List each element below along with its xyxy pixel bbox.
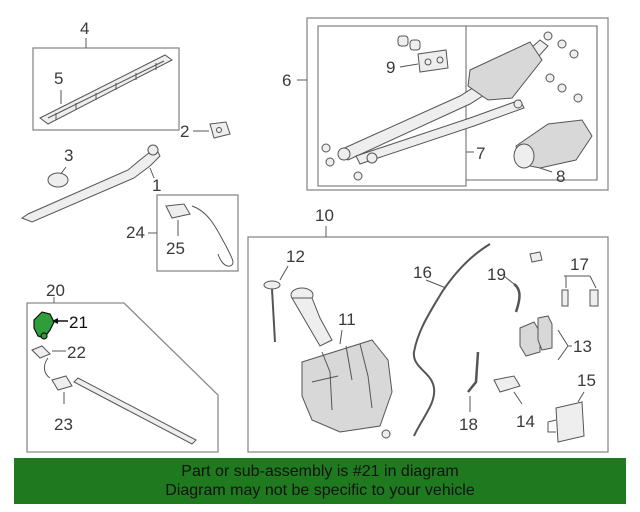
linkage-bracket <box>467 41 543 101</box>
motor-cap <box>513 143 535 169</box>
callout-1: 1 <box>152 176 161 195</box>
callout-4: 4 <box>80 19 89 38</box>
callout-9: 9 <box>386 58 395 77</box>
nut <box>543 31 553 41</box>
callout-17: 17 <box>570 255 589 274</box>
callout-7: 7 <box>476 144 485 163</box>
pivot-cap <box>47 172 69 188</box>
nozzle-group: 20 21 22 23 <box>26 281 219 453</box>
callout-12: 12 <box>286 247 305 266</box>
grommet <box>493 375 521 393</box>
bolt <box>569 49 579 59</box>
callout-21: 21 <box>69 313 88 332</box>
level-sensor <box>589 289 599 307</box>
callout-23: 23 <box>54 415 73 434</box>
nut <box>557 83 567 93</box>
control-module <box>555 401 585 443</box>
nut <box>557 39 567 49</box>
callout-18: 18 <box>459 415 478 434</box>
callout-5: 5 <box>54 69 63 88</box>
callout-20: 20 <box>46 281 65 300</box>
callout-16: 16 <box>413 263 432 282</box>
callout-11: 11 <box>338 310 356 329</box>
filler-neck <box>291 297 333 347</box>
callout-25: 25 <box>166 239 185 258</box>
callout-2: 2 <box>180 122 189 141</box>
check-valve <box>51 375 73 391</box>
wiper-arm-group: 1 <box>20 144 161 223</box>
mount-bracket <box>417 49 449 73</box>
nut <box>513 99 523 109</box>
level-sensor <box>561 289 569 307</box>
washer-reservoir <box>301 339 393 433</box>
linkage-group: 6 7 9 8 <box>282 17 609 191</box>
nozzle-clip <box>31 345 51 359</box>
washer-hose <box>73 377 197 445</box>
cap-group: 3 <box>47 146 73 188</box>
clip-group: 2 <box>180 121 231 141</box>
callout-19: 19 <box>487 265 506 284</box>
connector <box>529 251 543 263</box>
callout-22: 22 <box>67 343 86 362</box>
nut <box>545 73 555 83</box>
reservoir-group: 10 12 11 16 19 17 13 <box>247 206 609 453</box>
callout-15: 15 <box>577 371 596 390</box>
callout-6: 6 <box>282 71 291 90</box>
clip <box>209 121 231 139</box>
bolt <box>573 93 583 103</box>
callout-24: 24 <box>126 223 145 242</box>
washer-pump <box>537 315 553 351</box>
wiper-blade-group: 4 5 <box>32 19 180 131</box>
banner-line-1: Part or sub-assembly is #21 in diagram <box>181 463 459 480</box>
banner-line-2: Diagram may not be specific to your vehi… <box>165 482 475 499</box>
hose-group: 24 25 <box>126 194 239 272</box>
hose-connector <box>165 203 191 219</box>
callout-3: 3 <box>64 146 73 165</box>
wiper-arm <box>20 147 161 223</box>
washer-pump <box>519 321 541 357</box>
callout-14: 14 <box>516 412 535 431</box>
washer-nozzle-21 <box>33 311 55 339</box>
dipstick-cap <box>263 280 281 290</box>
nut <box>325 157 335 167</box>
bolt <box>353 171 363 181</box>
nozzle-box <box>26 302 219 453</box>
callout-8: 8 <box>556 167 565 186</box>
bushing <box>409 39 421 51</box>
linkage-rod <box>355 99 525 165</box>
callout-10: 10 <box>315 206 334 225</box>
bushing <box>397 35 409 47</box>
info-banner: Part or sub-assembly is #21 in diagram D… <box>14 458 626 504</box>
nut <box>321 143 331 153</box>
callout-13: 13 <box>573 337 592 356</box>
parts-diagram: 4 5 2 3 1 24 25 6 <box>20 17 609 453</box>
